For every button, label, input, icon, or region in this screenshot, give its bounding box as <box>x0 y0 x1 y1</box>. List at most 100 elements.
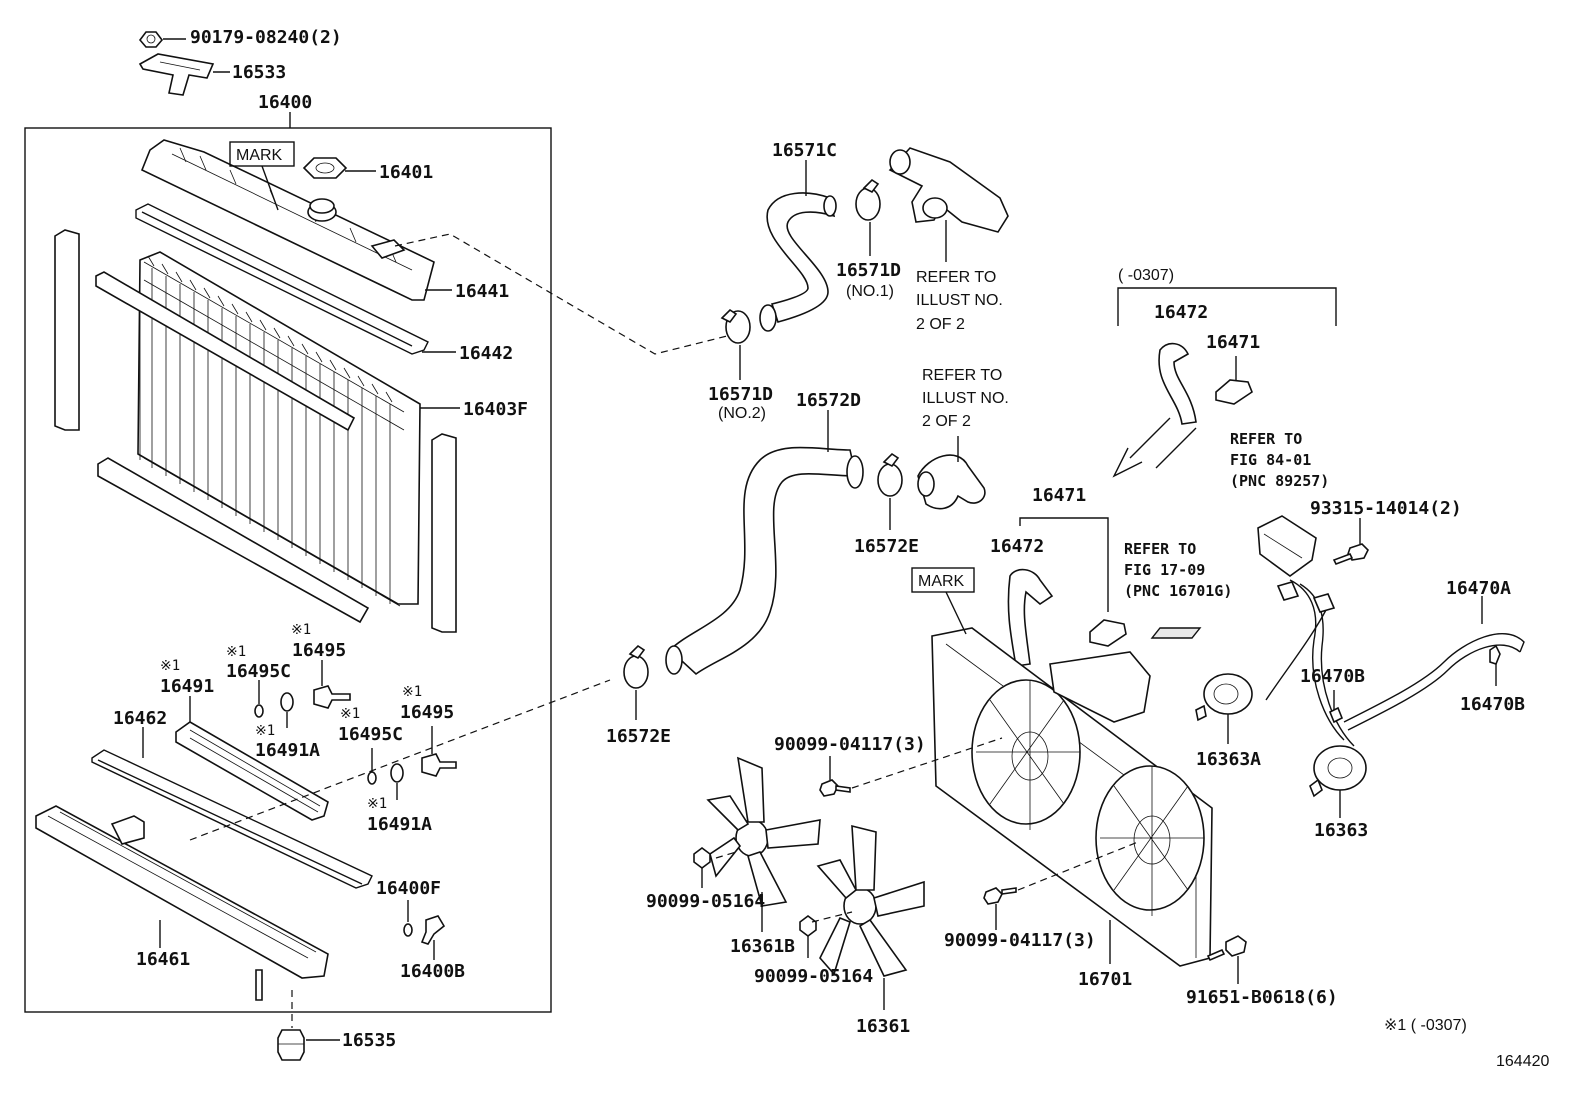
cooler-gasket-upper[interactable] <box>254 704 264 718</box>
label-91651: 91651-B0618(6) <box>1186 987 1338 1008</box>
wire-harness-part[interactable] <box>1265 579 1525 747</box>
range-note-top: ( -0307) <box>1118 267 1174 284</box>
refer-note-d-line3: (PNC 16701G) <box>1124 582 1232 600</box>
water-inlet-lower <box>917 454 986 510</box>
hose-clamp-upper-572-part[interactable] <box>877 452 903 497</box>
refer-note-a-line1: REFER TO <box>916 269 996 286</box>
cooler-oring-lower[interactable] <box>390 763 404 783</box>
bolt-90099-04117-a[interactable] <box>819 779 851 797</box>
label-16495C-b: 16495C <box>338 724 403 745</box>
nut-90099-05164-a[interactable] <box>693 847 711 869</box>
drain-cock-plug-part[interactable] <box>277 1029 305 1061</box>
label-16472-upper: 16472 <box>1154 302 1208 323</box>
note-mark-16495-b: ※1 <box>402 684 422 700</box>
note-mark-16491A-b: ※1 <box>367 796 387 812</box>
cooler-fitting-upper[interactable] <box>313 685 351 709</box>
fan-motor-part[interactable] <box>1309 745 1367 798</box>
label-90099-04117-b: 90099-04117(3) <box>944 930 1096 951</box>
radiator-support-bracket-part[interactable] <box>138 53 215 96</box>
refer-note-c-line2: FIG 84-01 <box>1230 451 1311 469</box>
label-16403F: 16403F <box>463 399 528 420</box>
label-93315: 93315-14014(2) <box>1310 498 1462 519</box>
hose-clamp-no1-part[interactable] <box>855 178 881 221</box>
refer-marker-shape <box>1150 627 1202 639</box>
bolt-91651-part[interactable] <box>1206 935 1247 962</box>
fan-16361-part[interactable] <box>816 824 925 977</box>
fan-16361B-part[interactable] <box>706 756 821 907</box>
label-16471-upper: 16471 <box>1206 332 1260 353</box>
illustration-id: 164420 <box>1496 1053 1549 1070</box>
label-16572E-lower: 16572E <box>606 726 671 747</box>
mark-box-lower <box>911 567 975 593</box>
cooler-fitting-lower[interactable] <box>421 753 457 777</box>
footnote-range: ※1 ( -0307) <box>1384 1017 1467 1034</box>
fan-motor-a-part[interactable] <box>1195 673 1253 722</box>
radiator-core-part[interactable] <box>137 251 421 607</box>
note-mark-16491A-a: ※1 <box>255 723 275 739</box>
bottom-seal-strip <box>97 457 370 624</box>
refer-note-a-line2: ILLUST NO. <box>916 292 1003 309</box>
reservoir-hose-upper-part[interactable] <box>1158 342 1197 425</box>
reservoir-cap-lower-part[interactable] <box>1089 619 1127 647</box>
label-16363A: 16363A <box>1196 749 1261 770</box>
label-16462: 16462 <box>113 708 167 729</box>
reservoir-hose-lower-part[interactable] <box>1007 568 1054 667</box>
hose-clamp-no2-part[interactable] <box>720 308 751 344</box>
top-seal-strip <box>95 271 356 432</box>
refer-note-d-line2: FIG 17-09 <box>1124 561 1205 579</box>
label-16400: 16400 <box>258 92 312 113</box>
label-16572E-upper: 16572E <box>854 536 919 557</box>
hose-clamp-lower-572-part[interactable] <box>623 644 649 689</box>
harness-clip-left[interactable] <box>1328 706 1344 724</box>
label-16491: 16491 <box>160 676 214 697</box>
label-16571D-no1: 16571D <box>836 260 901 281</box>
cooler-gasket-lower[interactable] <box>367 771 377 785</box>
label-16472-lower: 16472 <box>990 536 1044 557</box>
label-16495-b: 16495 <box>400 702 454 723</box>
oil-cooler-part[interactable] <box>175 721 329 821</box>
nut-90099-05164-b[interactable] <box>799 915 817 937</box>
note-mark-16495-a: ※1 <box>291 622 311 638</box>
label-16361: 16361 <box>856 1016 910 1037</box>
cooler-oring-upper[interactable] <box>280 692 294 712</box>
mark-label-lower: MARK <box>918 573 965 590</box>
label-16470A: 16470A <box>1446 578 1511 599</box>
bolt-90099-04117-b[interactable] <box>983 887 1017 905</box>
radiator-cap-part[interactable] <box>302 157 348 222</box>
direction-arrow <box>1112 417 1197 478</box>
water-outlet-upper <box>888 147 1009 233</box>
fan-relay-sensor <box>1257 515 1317 577</box>
upper-gasket-part[interactable] <box>135 203 429 355</box>
harness-clip-right[interactable] <box>1489 644 1501 665</box>
lower-gasket-part[interactable] <box>91 749 373 889</box>
fan-shroud-part[interactable] <box>931 627 1213 967</box>
label-16470B-left: 16470B <box>1300 666 1365 687</box>
radiator-assembly-frame <box>24 127 552 1013</box>
refer-note-b-line3: 2 OF 2 <box>922 413 971 430</box>
reservoir-cap-upper-part[interactable] <box>1215 379 1253 405</box>
clip-nut-part[interactable] <box>138 31 164 48</box>
label-16572D: 16572D <box>796 390 861 411</box>
drain-oring-part[interactable] <box>403 923 413 937</box>
label-16535: 16535 <box>342 1030 396 1051</box>
label-16442: 16442 <box>459 343 513 364</box>
lower-radiator-hose-part[interactable] <box>665 446 864 676</box>
drain-cock-part[interactable] <box>420 915 446 945</box>
label-16400F: 16400F <box>376 878 441 899</box>
bolt-93315-part[interactable] <box>1332 543 1369 566</box>
mark-label-upper: MARK <box>236 147 283 164</box>
label-16491A-b: 16491A <box>367 814 432 835</box>
label-90099-04117-a: 90099-04117(3) <box>774 734 926 755</box>
label-16401: 16401 <box>379 162 433 183</box>
label-16461: 16461 <box>136 949 190 970</box>
refer-note-c-line3: (PNC 89257) <box>1230 472 1329 490</box>
label-16571D-no2: 16571D <box>708 384 773 405</box>
upper-radiator-hose-part[interactable] <box>759 192 837 332</box>
refer-note-a-line3: 2 OF 2 <box>916 316 965 333</box>
label-16533: 16533 <box>232 62 286 83</box>
label-16471-lower: 16471 <box>1032 485 1086 506</box>
refer-note-c-line1: REFER TO <box>1230 430 1302 448</box>
label-90179: 90179-08240(2) <box>190 27 342 48</box>
lower-tank-part[interactable] <box>35 805 329 1001</box>
